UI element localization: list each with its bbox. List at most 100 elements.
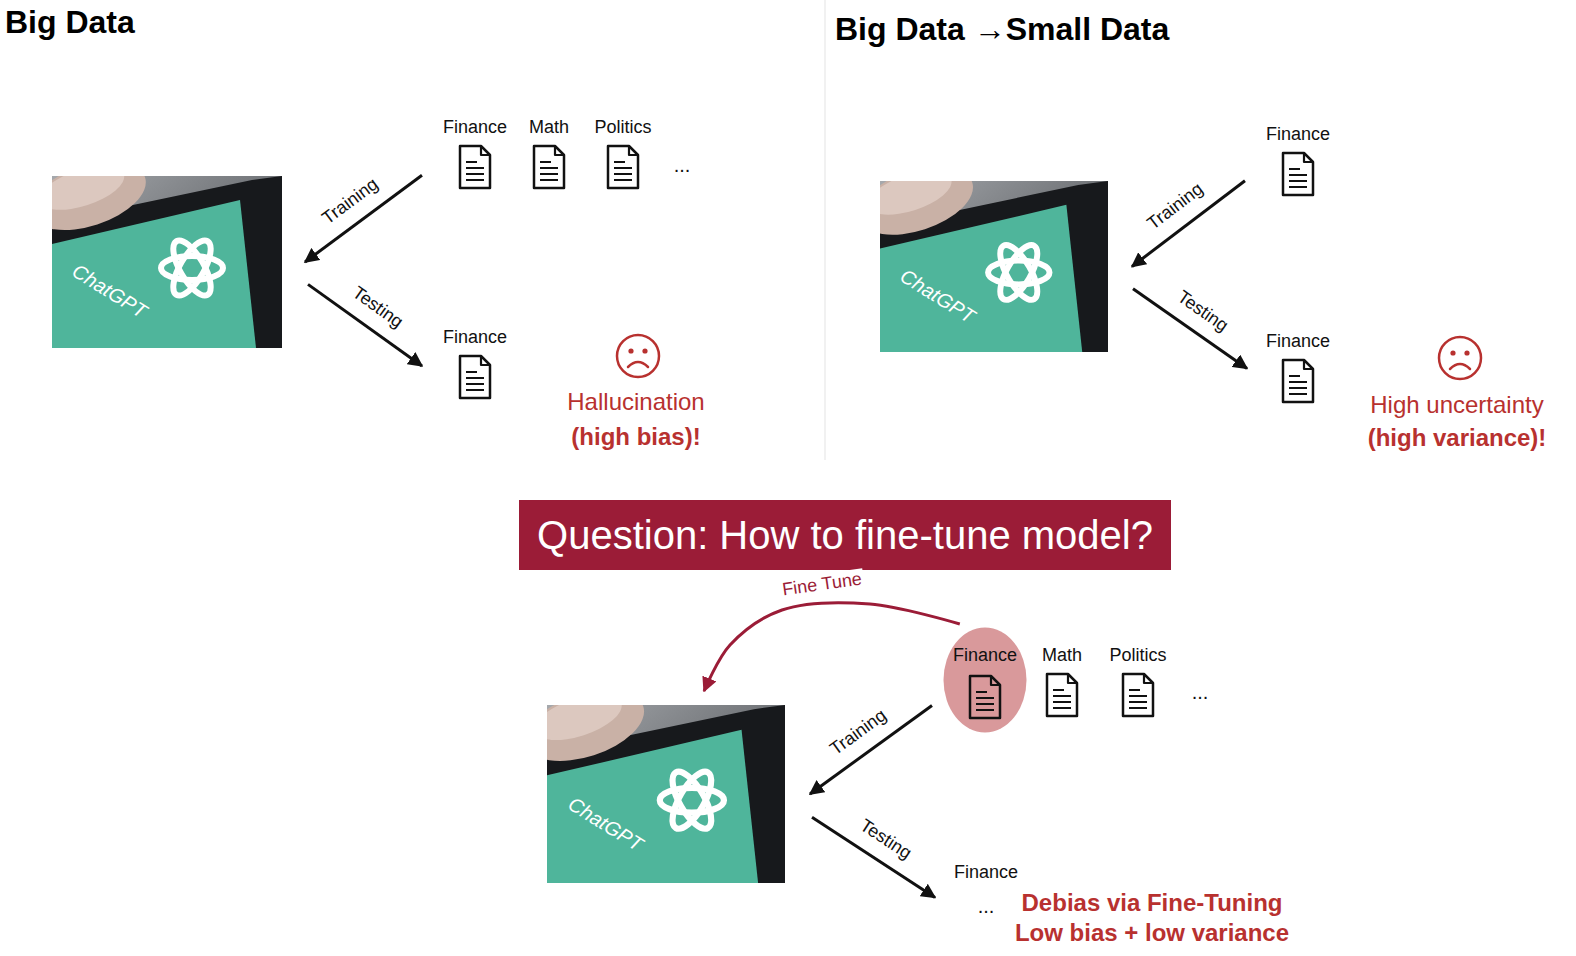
page-text-line [466,377,484,379]
page-text-line [614,173,632,175]
highlight-fill [944,628,1027,733]
finger-highlight [547,705,627,749]
solution-note: Debias via Fine-Tuning [1022,888,1283,917]
logo-loop [988,261,1049,285]
face-eye [642,348,647,353]
app-logo [660,766,724,834]
page-text-line [614,167,632,169]
page-fold [555,146,564,155]
page-text-line [976,697,994,699]
domain-label: ... [950,895,1022,917]
page-text-line [466,167,484,169]
page-fold [629,146,638,155]
page-outline [534,146,564,188]
domain-label: Math [526,116,572,138]
page-text-line [540,167,558,169]
document-icon: Finance [1263,123,1333,197]
document-icon: Finance [440,326,510,400]
logo-loop [166,235,218,301]
panel-title: Big Data [5,3,135,41]
edge-label: Training [1142,177,1209,234]
phone-image: ChatGPT [547,705,785,883]
page-text-line [1129,707,1147,709]
page-text-line [1053,701,1071,703]
document-icon: Politics [591,116,654,190]
domain-label: Math [1039,644,1085,666]
domain-label: Politics [591,116,654,138]
document-icon-drawing [1280,358,1316,404]
page-text-line [1289,186,1307,188]
page-text-line [1289,393,1307,395]
document-icon-drawing [457,144,493,190]
document-icon: Math [526,116,572,190]
sad-face [617,335,659,377]
face-outline [1439,337,1481,379]
document-icon-drawing [605,144,641,190]
page-fold [1304,360,1313,369]
test-output: Finance... [950,861,1022,917]
page-text-line [1053,707,1071,709]
page-outline [1283,153,1313,195]
page-text-line [466,173,484,175]
page-text-line [466,161,477,163]
logo-loop [166,235,218,301]
problem-note: Hallucination [567,387,704,416]
problem-note: High uncertainty [1370,390,1543,419]
page-fold [991,676,1000,685]
document-icon-drawing [1120,672,1156,718]
page-text-line [1129,695,1147,697]
page-text-line [540,179,558,181]
banner-text: Question: How to fine-tune model? [537,500,1153,570]
problem-note: (high variance)! [1368,423,1547,452]
domain-label: Politics [1106,644,1169,666]
finger [880,181,981,248]
page-text-line [1053,695,1071,697]
page-text-line [976,691,987,693]
edge-label: Training [825,704,892,760]
document-icon: Finance [1263,330,1333,404]
page-outline [1123,674,1153,716]
finger [547,705,653,774]
app-logo [161,235,223,301]
highlight-ellipse: Finance [943,627,1027,733]
face-eye [628,348,633,353]
page-outline [1283,360,1313,402]
page-text-line [1289,381,1307,383]
sad-face [1439,337,1481,379]
page-text-line [976,709,994,711]
finger-highlight [880,181,957,223]
domain-label: Finance [950,861,1022,883]
face-eye [1450,350,1455,355]
page-text-line [1289,375,1300,377]
page-text-line [614,161,625,163]
page-text-line [1289,387,1307,389]
document-icon: Finance [440,116,510,190]
logo-loop [660,788,724,813]
page-text-line [1289,180,1307,182]
page-text-line [540,161,551,163]
problem-note: (high bias)! [571,422,700,451]
page-text-line [1289,168,1300,170]
edge-label: Testing [1172,285,1233,336]
domain-label: Finance [440,116,510,138]
page-fold [481,146,490,155]
page-outline [608,146,638,188]
phone-image: ChatGPT [880,181,1108,352]
ellipsis: ... [1192,680,1209,704]
page-text-line [1289,174,1307,176]
arrow-connector [704,603,960,691]
page-outline [460,146,490,188]
face-frown [1450,364,1470,369]
page-text-line [1053,689,1064,691]
logo-loop [993,240,1044,305]
page-outline [460,356,490,398]
panel-divider [824,0,826,460]
domain-label: Finance [1263,330,1333,352]
document-icon-drawing [531,144,567,190]
page-text-line [1129,689,1140,691]
page-text-line [976,703,994,705]
logo-loop [161,256,223,280]
